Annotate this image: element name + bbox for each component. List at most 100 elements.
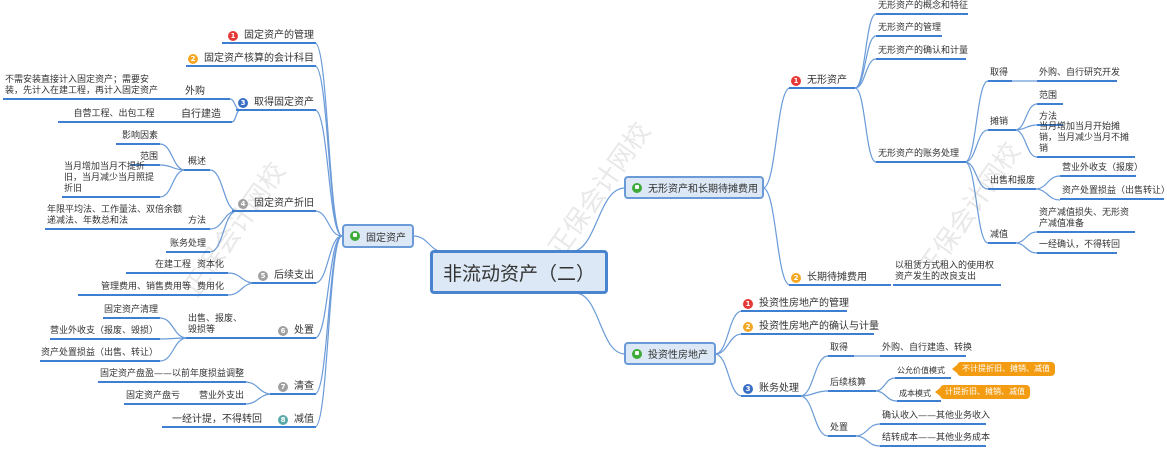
branch-label: 固定资产: [366, 232, 406, 244]
connector-line: [762, 87, 791, 189]
node-int-impairment[interactable]: 减值: [988, 230, 1016, 244]
node-recognition[interactable]: 无形资产的确认和计量: [876, 46, 968, 60]
flag-icon: [632, 348, 642, 359]
node-amortization[interactable]: 摊销: [988, 117, 1016, 131]
node-label: 固定资产折旧: [254, 198, 314, 209]
node-label: 固定资产核算的会计科目: [204, 53, 314, 64]
node-amort-scope[interactable]: 范围: [1037, 91, 1063, 105]
node-amort-method[interactable]: 方法: [1037, 112, 1063, 126]
connector-line: [244, 393, 273, 405]
node-inv-accounting[interactable]: 3 账务处理: [741, 383, 801, 397]
node-expense-desc[interactable]: 管理费用、销售费用等: [78, 282, 193, 296]
node-long-term-prepaid[interactable]: 2 长期待摊费用: [789, 272, 891, 286]
node-disposal-desc[interactable]: 出售、报废、毁损等: [186, 313, 272, 339]
node-label: 处置: [294, 325, 314, 336]
number-2-icon: 2: [791, 273, 801, 283]
node-concept[interactable]: 无形资产的概念和特征: [876, 1, 968, 15]
node-expense[interactable]: 费用化: [193, 282, 228, 296]
node-subsequent-measure[interactable]: 后续核算: [828, 378, 876, 392]
fair-value-tag: 不计提折旧、摊销、减值: [952, 362, 1055, 376]
node-label: 后续支出: [274, 270, 314, 281]
connector-line: [799, 395, 829, 437]
node-purchase-desc[interactable]: 不需安装直接计入固定资产；需要安装，先计入在建工程，再计入固定资产: [3, 74, 161, 100]
node-int-acquire[interactable]: 取得: [988, 68, 1012, 82]
node-method-desc[interactable]: 年限平均法、工作量法、双倍余额递减法、年数总和法: [45, 204, 185, 230]
node-inv-acquire[interactable]: 取得: [828, 343, 854, 357]
node-label: 长期待摊费用: [807, 272, 867, 283]
connector-line: [209, 210, 238, 230]
node-factors[interactable]: 影响因素: [116, 131, 160, 145]
node-prepaid-desc[interactable]: 以租赁方式租入的使用权资产发生的改良支出: [893, 260, 1001, 286]
node-sale[interactable]: 出售和报废: [988, 176, 1036, 190]
connector-line: [314, 235, 343, 284]
node-sale-gain[interactable]: 资产处置损益（出售转让）: [1060, 186, 1167, 200]
node-label: 取得固定资产: [254, 97, 314, 108]
number-7-icon: 7: [278, 382, 288, 392]
connector-line: [1014, 103, 1038, 131]
node-self-build[interactable]: 自行建造: [170, 109, 232, 123]
node-subsequent[interactable]: 5 后续支出: [252, 270, 316, 284]
branch-intangible[interactable]: 无形资产和长期待摊费用: [624, 176, 764, 199]
node-method[interactable]: 方法: [184, 216, 210, 230]
connector-line: [854, 35, 877, 89]
node-label: 账务处理: [759, 383, 799, 394]
connector-line: [314, 210, 343, 237]
node-scope[interactable]: 范围: [130, 152, 160, 166]
node-depreciation[interactable]: 4 固定资产折旧: [232, 198, 316, 212]
node-timing[interactable]: 当月增加当月不提折旧，当月减少当月照提折旧: [62, 162, 160, 198]
node-shortage[interactable]: 固定资产盘亏营业外支出: [124, 391, 246, 405]
node-impairment-desc[interactable]: 一经计提，不得转回: [162, 414, 272, 428]
node-sale-nonop[interactable]: 营业外收支（报废）: [1060, 163, 1143, 177]
node-amort-timing[interactable]: 当月增加当月开始摊销，当月减少当月不摊销: [1037, 122, 1135, 158]
node-self-build-desc[interactable]: 自营工程、出包工程: [58, 109, 170, 123]
node-nonop[interactable]: 营业外收支（报废、毁损）: [50, 326, 160, 340]
node-inv-disposal[interactable]: 处置: [828, 423, 856, 437]
number-3-icon: 3: [743, 384, 753, 394]
connector-line: [762, 187, 791, 286]
node-int-accounting[interactable]: 无形资产的账务处理: [876, 149, 966, 163]
node-label: 投资性房地产的管理: [759, 298, 849, 309]
connector-line: [314, 65, 343, 237]
node-int-acquire-desc[interactable]: 外购、自行研究开发: [1037, 68, 1120, 82]
connector-line: [854, 87, 877, 163]
node-capitalize[interactable]: 资本化: [193, 260, 228, 274]
node-overview[interactable]: 概述: [184, 157, 210, 171]
connector-line: [159, 337, 188, 362]
root-node[interactable]: 非流动资产（二）: [430, 250, 608, 294]
connector-line: [1014, 129, 1038, 158]
node-imp-noreverse[interactable]: 一经确认，不得转回: [1037, 240, 1120, 254]
node-gainloss[interactable]: 资产处置损益（出售、转让）: [40, 348, 160, 362]
node-inv-acquire-desc[interactable]: 外购、自行建造、转换: [880, 343, 972, 357]
connector-line: [574, 292, 626, 355]
branch-investment[interactable]: 投资性房地产: [624, 342, 716, 365]
number-4-icon: 4: [238, 199, 248, 209]
connector-line: [209, 210, 238, 253]
node-clearing[interactable]: 固定资产清理: [103, 305, 160, 319]
node-purchase[interactable]: 外购: [160, 86, 230, 100]
node-imp-loss[interactable]: 资产减值损失、无形资产减值准备: [1037, 207, 1135, 233]
branch-fixed-assets[interactable]: 固定资产: [342, 224, 414, 248]
node-management[interactable]: 无形资产的管理: [876, 23, 942, 37]
connector-line: [227, 272, 256, 284]
node-disposal-cost[interactable]: 结转成本——其他业务成本: [880, 433, 990, 447]
node-capitalize-desc[interactable]: 在建工程: [126, 260, 193, 274]
node-fair-value[interactable]: 公允价值模式: [895, 366, 951, 379]
node-accounting[interactable]: 账务处理: [166, 239, 210, 253]
number-5-icon: 5: [258, 271, 268, 281]
branch-label: 投资性房地产: [648, 350, 708, 361]
node-cost-model[interactable]: 成本模式: [897, 389, 941, 402]
node-disposal-revenue[interactable]: 确认收入——其他业务收入: [880, 411, 990, 425]
connector-line: [227, 282, 256, 296]
connector-line: [854, 58, 877, 89]
node-surplus[interactable]: 固定资产盘盈——以前年度损益调整: [98, 369, 246, 383]
